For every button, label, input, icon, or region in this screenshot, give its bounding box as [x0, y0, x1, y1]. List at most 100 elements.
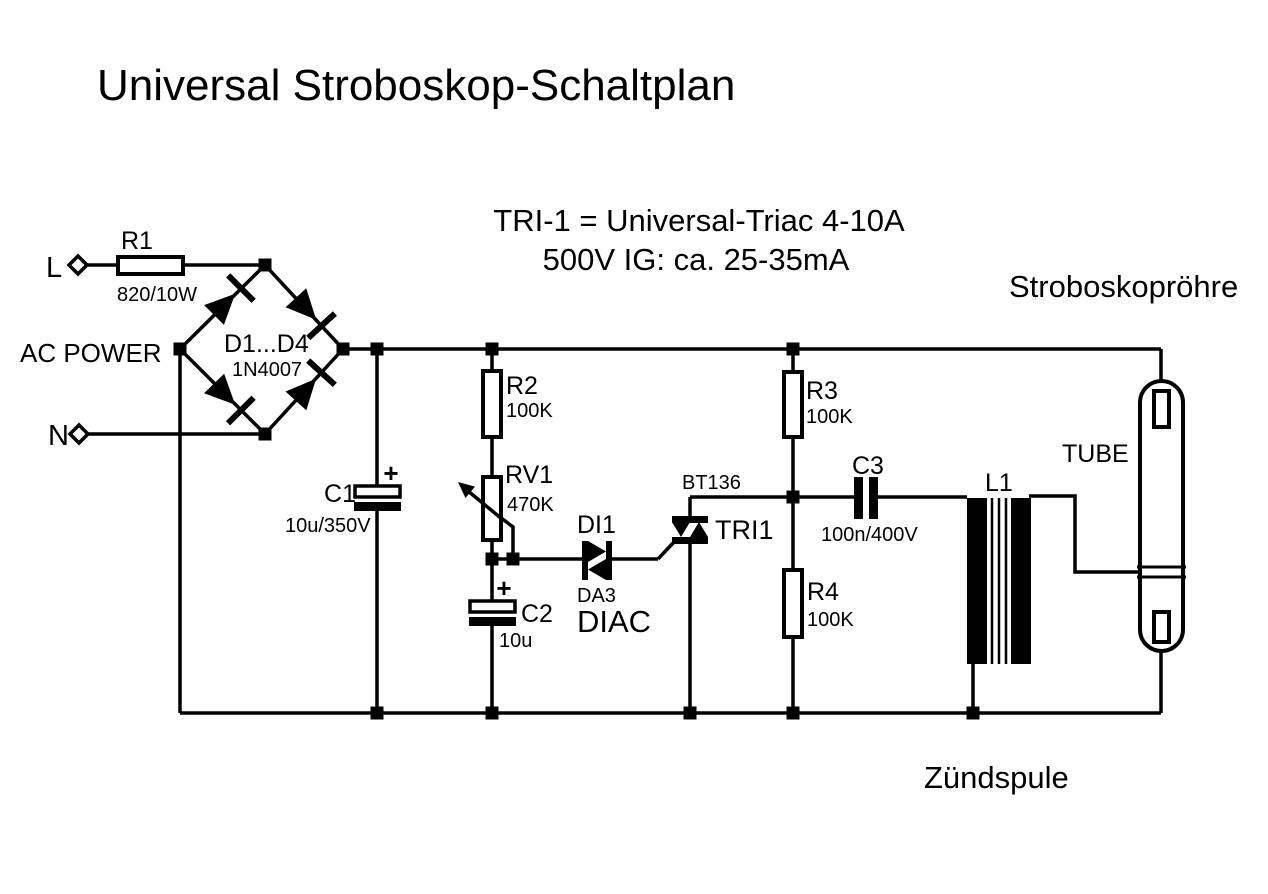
diac-bar-left [582, 541, 588, 580]
diode-cathode-bar [306, 311, 337, 341]
resistor-r4: R4 100K [782, 568, 854, 639]
r2-value: 100K [506, 400, 553, 422]
diode-triangle [285, 378, 317, 411]
rv1-name: RV1 [505, 461, 553, 489]
wires [86, 262, 1163, 715]
r4-value: 100K [807, 609, 854, 631]
bridge-part: 1N4007 [232, 359, 302, 381]
diac-triangle-left [588, 559, 606, 580]
c2-value: 10u [499, 630, 532, 652]
rv1-value: 470K [507, 494, 554, 516]
cap-minus-plate [354, 502, 401, 511]
junction-dot [370, 342, 384, 356]
cap-plate-right [869, 477, 878, 519]
r4-name: R4 [807, 578, 839, 606]
tube-cathode-electrode [1152, 610, 1171, 644]
triac-tri1: BT136 TRI1 [672, 472, 774, 545]
strobe-tube-caption: Stroboskopröhre [1009, 269, 1238, 304]
triac-triangle-up [690, 522, 708, 537]
cap-plus-plate [353, 484, 402, 499]
tri1-part: BT136 [682, 472, 741, 494]
c1-value: 10u/350V [285, 515, 371, 537]
diode-cathode-bar [225, 395, 256, 426]
bridge-rectifier: D1...D4 1N4007 [204, 273, 337, 426]
cap-minus-plate [469, 617, 516, 626]
tri1-name: TRI1 [715, 515, 774, 545]
triac-note-line1: TRI-1 = Universal-Triac 4-10A [493, 203, 905, 238]
diac-di1: DI1 DA3 DIAC [577, 511, 651, 639]
resistor-body [116, 255, 185, 276]
c1-name: C1 [324, 480, 356, 508]
pot-arrow-head [458, 482, 475, 498]
junction-dot [485, 552, 499, 566]
ac-power-label: AC POWER [20, 338, 162, 368]
junction-dot [506, 552, 520, 566]
top-rail [343, 347, 1163, 393]
junction-dot [786, 342, 800, 356]
neutral-label: N [48, 420, 69, 452]
junction-dot [966, 706, 980, 720]
junction-dot [173, 342, 187, 356]
junction-dot [370, 706, 384, 720]
bridge-name: D1...D4 [224, 330, 309, 358]
tube-envelope [1138, 379, 1185, 653]
r1-name: R1 [121, 227, 153, 255]
r1-value: 820/10W [117, 284, 197, 306]
junction-dot [786, 490, 800, 504]
diode-cathode-bar [226, 273, 256, 303]
capacitor-c1: + C1 10u/350V [285, 458, 402, 537]
c2-polarity: + [496, 573, 511, 603]
pot-arrow-shaft [466, 489, 504, 521]
junction-dot [336, 342, 350, 356]
resistor-body [782, 370, 804, 439]
c3-value: 100n/400V [821, 524, 918, 546]
rv1-wiper-wire [498, 515, 515, 559]
cap-plate-left [854, 477, 863, 519]
potentiometer-rv1: RV1 470K [458, 461, 554, 542]
junction-dot [786, 706, 800, 720]
resistor-r1: R1 820/10W [116, 227, 197, 306]
tube-anode-electrode [1152, 389, 1171, 429]
coil-secondary-winding [1011, 498, 1031, 664]
tube-trigger-band [1137, 565, 1186, 579]
di1-part: DA3 [577, 585, 616, 607]
live-label: L [46, 252, 62, 284]
diode-triangle [204, 293, 236, 325]
coil-core-lines [990, 498, 1008, 664]
diode-triangle [204, 373, 236, 405]
cap-plus-plate [468, 599, 517, 614]
ignition-coil-caption: Zündspule [924, 760, 1069, 795]
junction-dot [485, 706, 499, 720]
diode-cathode-bar [306, 358, 337, 388]
triac-note-line2: 500V IG: ca. 25-35mA [543, 242, 850, 277]
live-terminal [66, 253, 90, 277]
diode-triangle [285, 288, 317, 320]
capacitor-c3: C3 100n/400V [821, 452, 918, 546]
diac-bar-right [606, 541, 612, 580]
strobe-tube: TUBE [1062, 379, 1186, 653]
triac-triangle-down [672, 522, 690, 537]
triac-bar-bottom [672, 537, 708, 544]
ignition-coil-l1: L1 [967, 469, 1031, 664]
triac-bar-top [672, 516, 708, 523]
r3-value: 100K [806, 406, 853, 428]
coil-primary-winding [967, 498, 987, 664]
triac-gate-wire [656, 540, 676, 561]
c3-name: C3 [852, 452, 884, 480]
l1-name: L1 [985, 469, 1013, 497]
junction-dot [683, 706, 697, 720]
junction-dot [485, 342, 499, 356]
di1-type: DIAC [577, 604, 651, 639]
c2-name: C2 [521, 600, 553, 628]
neutral-terminal [67, 422, 91, 446]
resistor-r3: R3 100K [782, 370, 853, 439]
junction-dots [173, 258, 980, 720]
diac-triangle-right [588, 541, 606, 562]
capacitor-c2: + C2 10u [468, 573, 553, 652]
r3-name: R3 [806, 377, 838, 405]
ac-power-source: L N AC POWER [20, 252, 162, 452]
resistor-r2: R2 100K [481, 369, 553, 439]
c1-polarity: + [383, 458, 398, 488]
junction-dot [258, 427, 272, 441]
